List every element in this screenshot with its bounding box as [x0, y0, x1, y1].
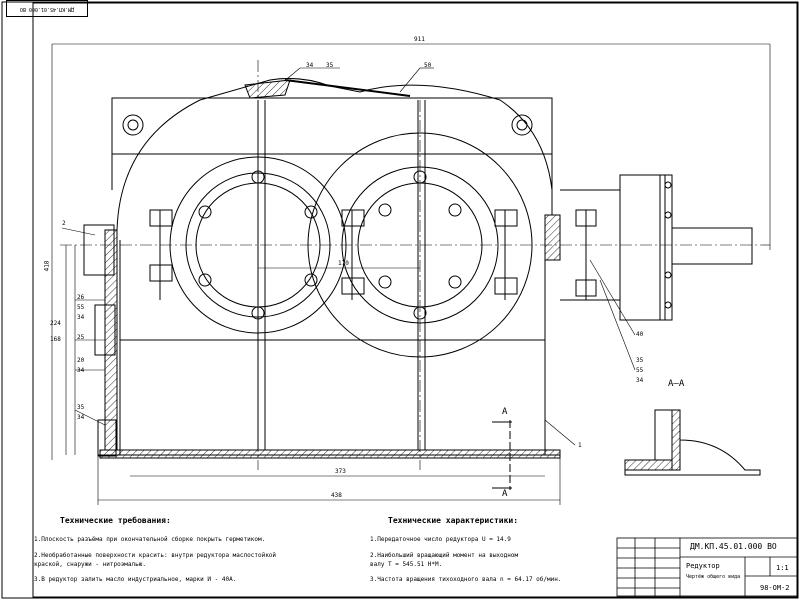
- callout: 20: [77, 357, 85, 364]
- inspection-cover: [284, 79, 411, 97]
- callout: 25: [77, 334, 85, 341]
- bolt-circles: [122, 114, 533, 320]
- leader-lines: [61, 67, 636, 446]
- dimension-shaft-center: 170: [338, 260, 349, 267]
- section-a-a: [492, 409, 761, 490]
- tech-requirement-item: краской, снаружи - нитроэмалью.: [34, 561, 146, 568]
- callout: 34: [77, 314, 85, 321]
- cut-label-bottom: А: [502, 489, 508, 499]
- tech-requirements-title: Технические требования:: [60, 516, 171, 525]
- dimension-height-c: 168: [50, 336, 61, 343]
- tech-requirement-item: 2.Необработанные поверхности красить: вн…: [34, 552, 277, 559]
- callout: 2: [62, 220, 66, 227]
- hatched-sections: [99, 79, 561, 459]
- tech-characteristic-item: 3.Частота вращения тихоходного вала n = …: [370, 576, 562, 583]
- tech-requirement-item: 1.Плоскость разъёма при окончательной сб…: [34, 536, 266, 543]
- title-block-grid: [616, 537, 798, 597]
- callout: 34: [77, 414, 85, 421]
- tech-requirement-item: 3.В редуктор залить масло индустриальное…: [34, 576, 237, 583]
- callout: 50: [424, 62, 432, 69]
- title-block-subtitle: Чертёж общего вида: [686, 574, 741, 580]
- callout: 35: [77, 404, 85, 411]
- callout: 34: [636, 377, 644, 384]
- callout: 35: [636, 357, 644, 364]
- title-block-designation: ДМ.КП.45.01.000 ВО: [690, 542, 777, 551]
- callout: 1: [578, 442, 582, 449]
- callout: 34: [306, 62, 314, 69]
- inner-frame: [32, 2, 798, 598]
- callout: 40: [636, 331, 644, 338]
- dimension-lines: [51, 43, 771, 505]
- dimension-base-span: 373: [335, 468, 346, 475]
- cut-label-top: А: [502, 407, 508, 417]
- dimension-top-width: 911: [414, 36, 425, 43]
- output-shaft: [560, 174, 753, 321]
- callout: 55: [77, 304, 85, 311]
- dimension-height-a: 418: [43, 260, 51, 272]
- callout: 34: [77, 367, 85, 374]
- dimension-total-width: 438: [331, 492, 342, 499]
- callout: 55: [636, 367, 644, 374]
- title-block-scale: 1:1: [776, 564, 789, 572]
- title-block-group: 98-ОМ-2: [760, 584, 790, 592]
- tech-characteristics-title: Технические характеристики:: [388, 516, 519, 525]
- centerlines: [60, 60, 770, 470]
- tech-characteristic-item: 1.Передаточное число редуктора U = 14.9: [370, 536, 511, 543]
- dimension-height-b: 224: [50, 320, 61, 327]
- tech-characteristic-item: 2.Наибольший вращающий момент на выходно…: [370, 552, 519, 559]
- callout: 35: [326, 62, 334, 69]
- rotated-stamp: ДМ.КП.45.01.000 ВО: [6, 0, 88, 17]
- tech-characteristic-item: валу Т = 545.51 Н*М.: [370, 561, 443, 568]
- section-title: А–А: [668, 379, 685, 389]
- callout: 26: [77, 294, 85, 301]
- housing-outline: [98, 78, 560, 456]
- flange-bolts: [149, 209, 597, 300]
- title-block-name: Редуктор: [686, 562, 720, 570]
